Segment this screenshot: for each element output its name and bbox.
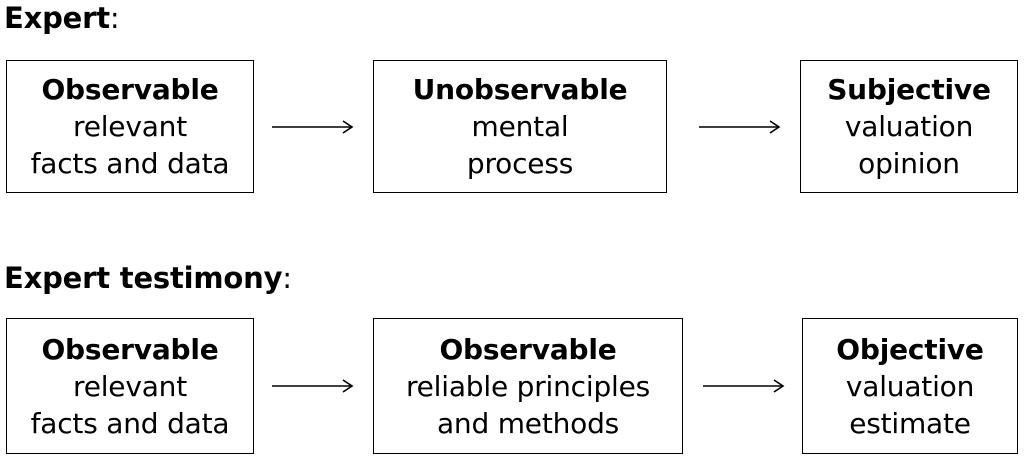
box-heading: Observable bbox=[41, 332, 219, 366]
expert-flow-title-text: Expert bbox=[4, 1, 110, 35]
testimony-box-observable-methods: Observable reliable principles and metho… bbox=[373, 318, 683, 454]
testimony-box-objective-estimate: Objective valuation estimate bbox=[802, 318, 1018, 454]
box-line: reliable principles bbox=[405, 369, 651, 403]
box-line: facts and data bbox=[30, 406, 230, 440]
box-line: valuation bbox=[844, 110, 974, 143]
testimony-box-observable-facts: Observable relevant facts and data bbox=[6, 318, 254, 454]
box-line: relevant bbox=[73, 369, 187, 403]
box-heading: Observable bbox=[439, 332, 617, 366]
box-line: opinion bbox=[858, 147, 960, 180]
box-heading: Subjective bbox=[827, 73, 991, 106]
expert-testimony-flow-title-colon: : bbox=[282, 261, 292, 295]
expert-testimony-flow-title: Expert testimony: bbox=[4, 261, 292, 295]
expert-flow-title-colon: : bbox=[109, 1, 120, 35]
box-line: facts and data bbox=[30, 147, 230, 180]
right-arrow-icon bbox=[703, 379, 785, 393]
box-heading: Unobservable bbox=[412, 73, 628, 106]
box-line: relevant bbox=[73, 110, 187, 143]
expert-box-subjective-opinion: Subjective valuation opinion bbox=[800, 60, 1018, 193]
box-line: process bbox=[466, 147, 574, 180]
expert-box-observable-facts: Observable relevant facts and data bbox=[6, 60, 254, 193]
box-line: valuation bbox=[845, 369, 975, 403]
expert-box-unobservable-process: Unobservable mental process bbox=[373, 60, 667, 193]
right-arrow-icon bbox=[699, 120, 781, 134]
right-arrow-icon bbox=[272, 120, 354, 134]
box-line: mental bbox=[471, 110, 569, 143]
box-line: estimate bbox=[849, 406, 971, 440]
box-heading: Objective bbox=[836, 332, 984, 366]
box-heading: Observable bbox=[41, 73, 219, 106]
right-arrow-icon bbox=[272, 379, 354, 393]
expert-testimony-flow-title-text: Expert testimony bbox=[4, 261, 283, 295]
expert-flow-title: Expert: bbox=[4, 1, 120, 35]
box-line: and methods bbox=[436, 406, 620, 440]
